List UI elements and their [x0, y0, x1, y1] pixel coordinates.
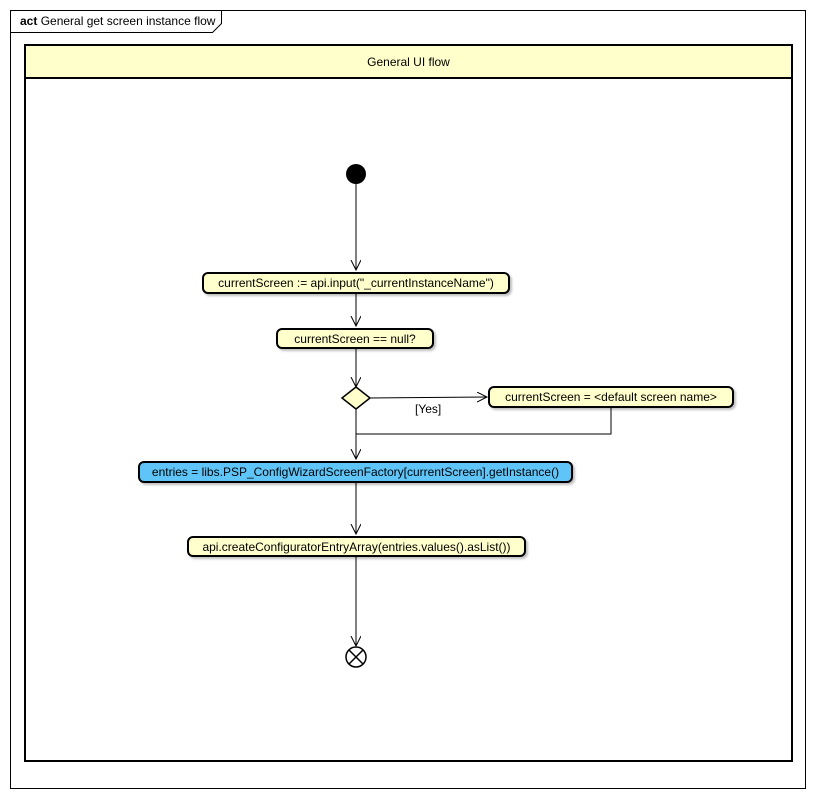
frame-tab: [10, 10, 222, 33]
frame-title: act General get screen instance flow: [20, 14, 215, 28]
edge-default-merge: [356, 408, 612, 435]
action-default-screen[interactable]: currentScreen = <default screen name>: [488, 386, 734, 408]
guard-yes: [Yes]: [415, 402, 442, 416]
partition-general-ui-flow: General UI flow: [24, 44, 793, 762]
decision-node: [340, 386, 372, 410]
action-check-null[interactable]: currentScreen == null?: [276, 328, 434, 349]
flow-final-node: [345, 646, 367, 668]
frame-keyword: act: [20, 14, 38, 28]
diagram-frame: [10, 10, 806, 789]
partition-title: General UI flow: [26, 46, 791, 79]
action-create-entry-array[interactable]: api.createConfiguratorEntryArray(entries…: [187, 536, 526, 557]
action-assign-current-screen[interactable]: currentScreen := api.input("_currentInst…: [202, 272, 510, 294]
initial-node: [346, 164, 366, 184]
frame-name: General get screen instance flow: [40, 14, 216, 28]
edge-decision-yes: [369, 397, 487, 398]
action-get-entries[interactable]: entries = libs.PSP_ConfigWizardScreenFac…: [138, 461, 573, 483]
